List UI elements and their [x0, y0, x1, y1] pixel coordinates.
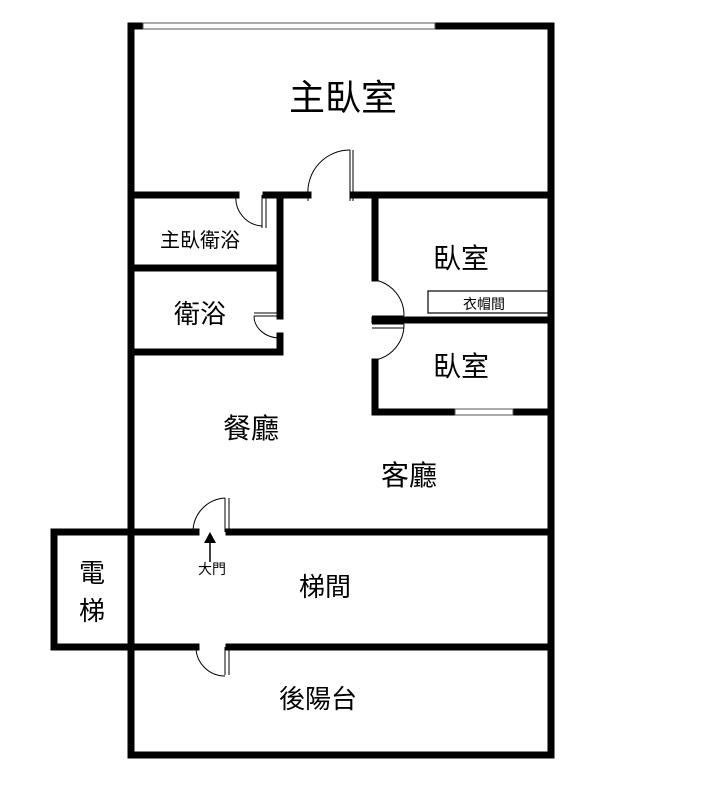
window-master-bedroom	[142, 22, 436, 30]
closet-outline	[427, 290, 549, 314]
walls	[50, 22, 555, 759]
label-living-room: 客廳	[381, 459, 437, 492]
label-master-bedroom: 主臥室	[289, 78, 397, 119]
door-bathroom	[253, 312, 281, 339]
door-rear-balcony	[195, 646, 230, 677]
closet	[427, 290, 549, 314]
doors	[192, 149, 405, 677]
door-bedroom1	[372, 279, 405, 321]
windows	[142, 22, 514, 416]
door-bedroom2	[372, 323, 405, 361]
room-labels: 主臥室 主臥衛浴 衛浴 臥室 衣帽間 臥室 餐廳 客廳 電 梯 大門 梯間 後陽…	[79, 78, 505, 715]
main-door-arrow-icon	[204, 532, 216, 562]
label-elevator-1: 電	[79, 559, 105, 589]
label-rear-balcony: 後陽台	[279, 685, 357, 715]
label-master-bath: 主臥衛浴	[160, 228, 240, 252]
label-stairwell: 梯間	[299, 573, 351, 603]
door-main	[192, 497, 230, 533]
label-main-door: 大門	[198, 562, 226, 578]
door-master-bath	[235, 194, 267, 228]
label-dining-room: 餐廳	[223, 412, 279, 445]
label-elevator-2: 梯	[79, 597, 105, 627]
label-bedroom-1: 臥室	[433, 242, 489, 275]
label-bedroom-2: 臥室	[433, 350, 489, 383]
label-closet: 衣帽間	[463, 297, 505, 313]
elevator-wall	[50, 528, 135, 651]
window-bedroom2	[454, 408, 514, 416]
label-bathroom: 衛浴	[174, 300, 226, 330]
door-master-bedroom	[307, 149, 354, 201]
